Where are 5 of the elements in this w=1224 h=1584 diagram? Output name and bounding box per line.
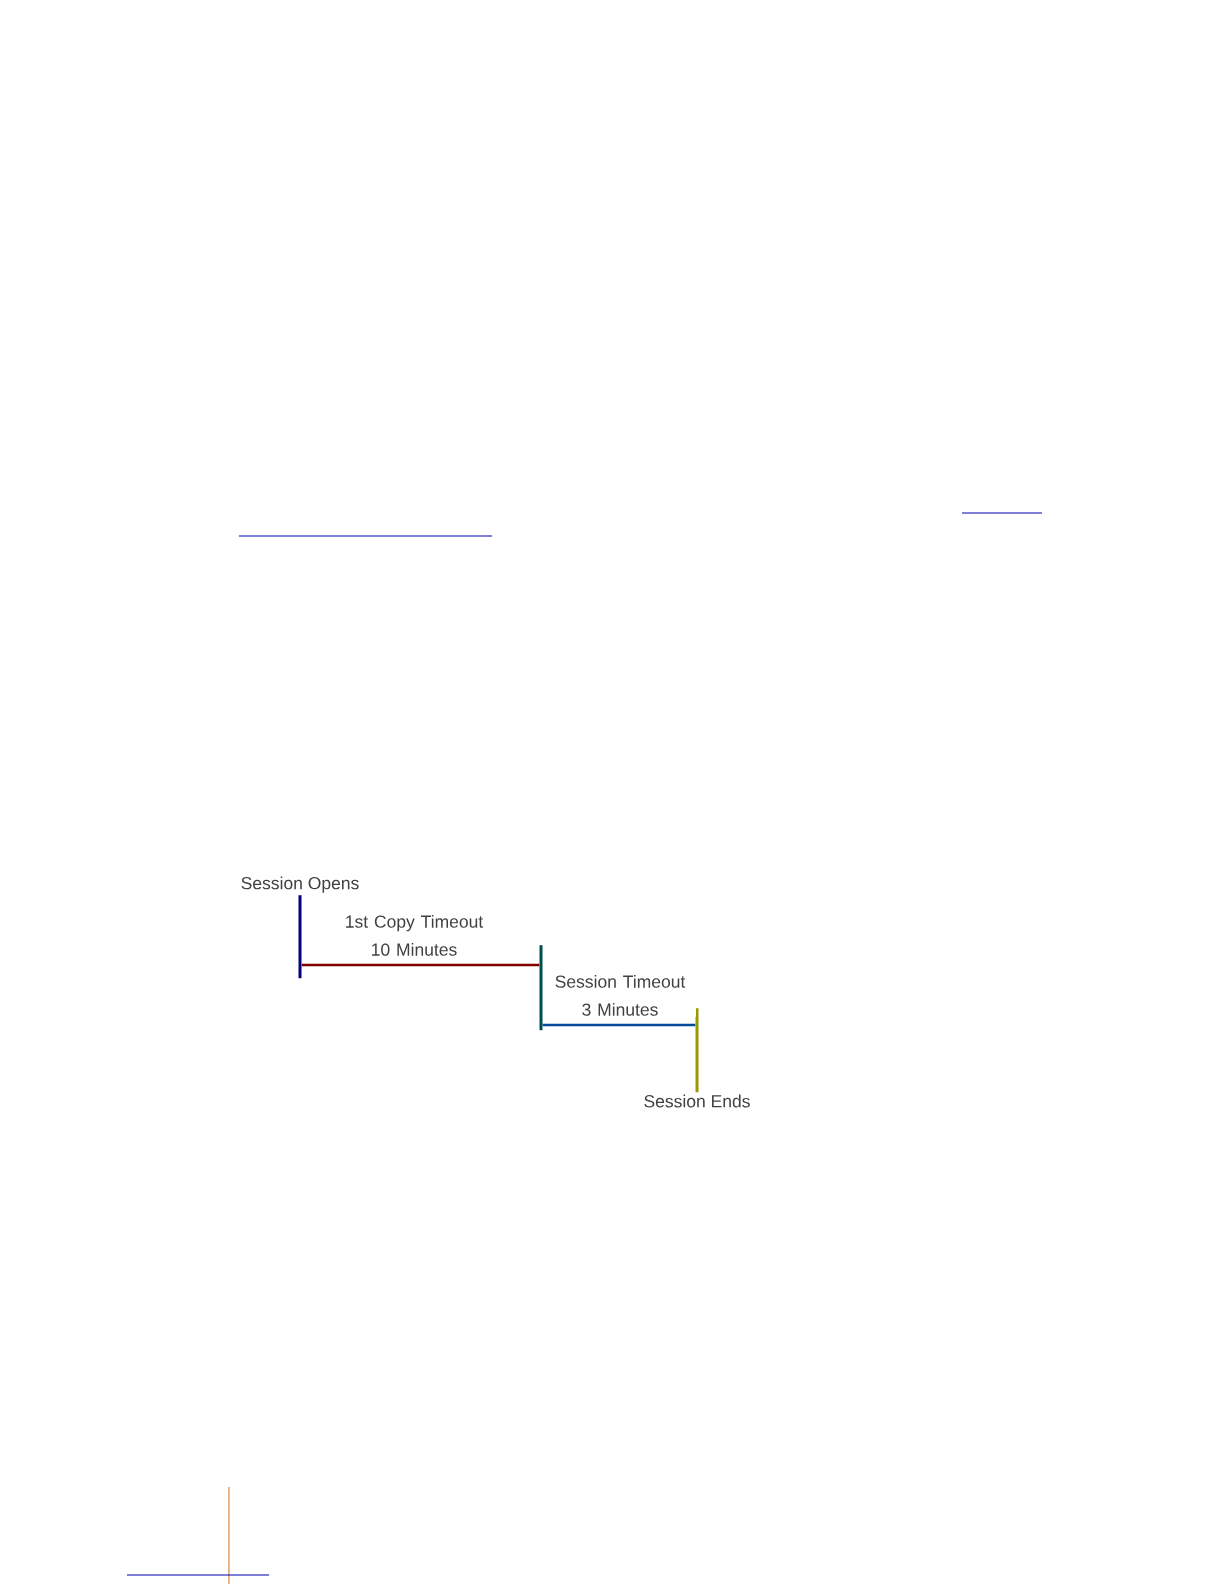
timeline-marker: [539, 945, 543, 1031]
timeline-span: [301, 963, 540, 967]
timeline-span: [542, 1023, 696, 1027]
edge-label: 1st Copy Timeout 10 Minutes: [338, 913, 490, 957]
edge-label: Session Timeout 3 Minutes: [544, 973, 696, 1017]
